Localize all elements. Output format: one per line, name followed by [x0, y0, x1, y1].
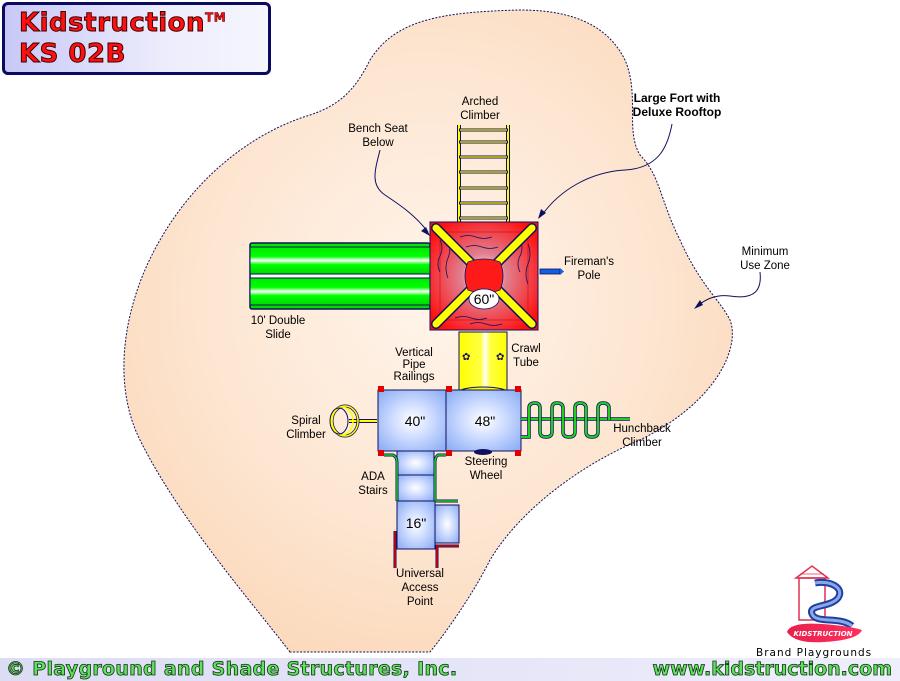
universal-access-point	[393, 531, 459, 568]
svg-text:16": 16"	[406, 515, 427, 531]
arrow-head-bench	[421, 227, 430, 236]
model-number: KS 02B	[19, 39, 126, 70]
large-fort: 60"	[429, 221, 539, 331]
label-hunchback-climber: Hunchback Climber	[613, 423, 671, 449]
label-bench-seat: Bench Seat Below	[348, 123, 408, 149]
deck-48: 48"	[445, 389, 522, 452]
label-crawl-tube: Crawl Tube	[511, 343, 541, 369]
website-link[interactable]: www.kidstruction.com	[652, 658, 892, 681]
double-slide	[249, 242, 431, 310]
callout-arrows	[374, 123, 761, 307]
label-vertical-pipe-railings: Vertical Pipe Railings	[393, 347, 435, 383]
label-steering-wheel: Steering Wheel	[464, 456, 508, 482]
arched-climber	[457, 125, 510, 222]
arrow-head-fort	[538, 209, 546, 219]
crawl-tube: ✿ ✿	[458, 331, 508, 398]
logo-wordmark: KIDSTRUCTION	[793, 630, 852, 638]
fort-height: 60"	[474, 291, 495, 307]
ada-stairs	[384, 450, 458, 503]
trademark: TM	[205, 10, 227, 25]
label-firemans-pole: Fireman's Pole	[563, 256, 615, 282]
label-minimum-use-zone: Minimum Use Zone	[740, 246, 790, 272]
svg-text:48": 48"	[475, 413, 496, 429]
deck-16: 16"	[396, 500, 460, 550]
label-large-fort: Large Fort with Deluxe Rooftop	[632, 91, 722, 119]
footer: © Playground and Shade Structures, Inc. …	[0, 658, 900, 681]
label-universal-access-point: Universal Access Point	[396, 568, 444, 608]
label-ada-stairs: ADA Stairs	[358, 471, 388, 497]
minimum-use-zone-area	[123, 9, 733, 653]
arrow-head-zone	[694, 300, 703, 309]
label-spiral-climber: Spiral Climber	[286, 415, 326, 441]
svg-text:✿: ✿	[496, 352, 504, 363]
kidstruction-logo: KIDSTRUCTION	[787, 565, 862, 643]
vertical-pipe-railings	[378, 386, 521, 456]
label-arched-climber: Arched Climber	[460, 96, 500, 122]
copyright-text: © Playground and Shade Structures, Inc.	[6, 658, 458, 681]
svg-text:✿: ✿	[462, 352, 470, 363]
spiral-climber	[329, 404, 377, 438]
brand-title: KidstructionTM	[18, 8, 227, 39]
svg-text:40": 40"	[405, 413, 426, 429]
steering-wheel	[474, 449, 492, 455]
hunchback-climber	[521, 401, 630, 439]
firemans-pole	[539, 268, 564, 275]
label-double-slide: 10' Double Slide	[250, 315, 306, 341]
logo-tagline: Brand Playgrounds	[756, 647, 873, 659]
deck-40: 40"	[377, 389, 447, 452]
brand-name: Kidstruction	[18, 8, 206, 39]
title-box: KidstructionTM KS 02B	[2, 2, 271, 75]
